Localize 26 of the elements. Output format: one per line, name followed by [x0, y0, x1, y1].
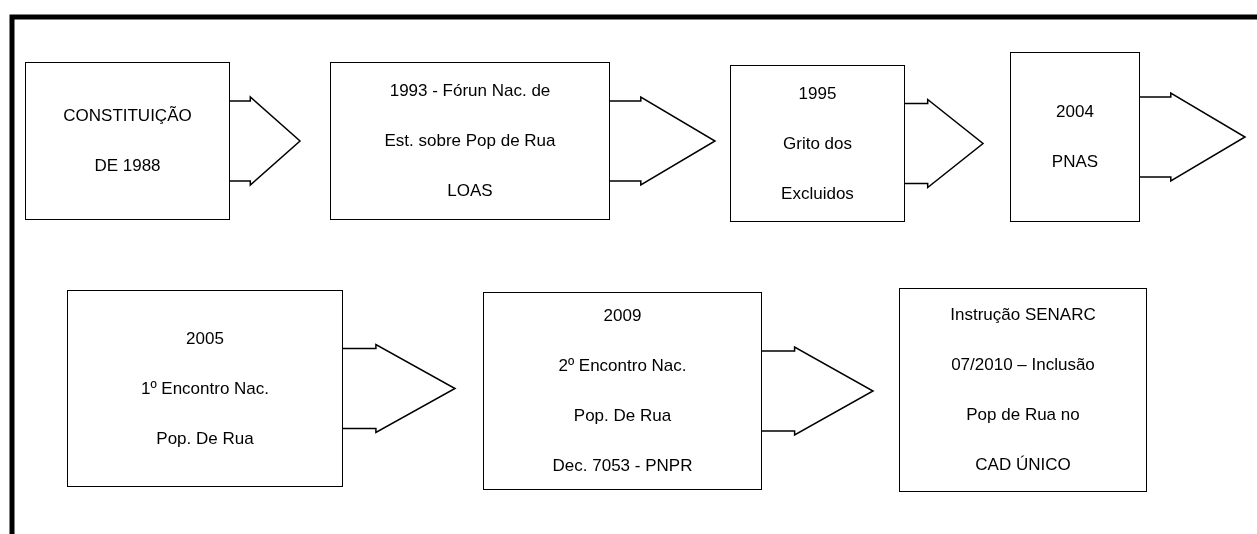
text-box [25, 62, 230, 220]
text-box [730, 65, 905, 222]
block-arrow [341, 343, 457, 434]
box-text: 2005 [185, 327, 225, 350]
box-text: 1993 - Fórun Nac. de Est. sobre Pop de Rua [383, 80, 557, 152]
box-text: 2004 [1055, 101, 1095, 123]
block-arrow [228, 95, 302, 187]
block-arrow [903, 97, 985, 190]
block-arrow [608, 95, 717, 187]
text-box [330, 62, 610, 220]
box-text: LOAS [446, 180, 494, 202]
box-text: 2º Encontro Nac. Pop. De Rua [557, 355, 688, 427]
box-text: 1995 [797, 82, 838, 105]
box-text: 2009 [602, 305, 643, 327]
text-box [483, 292, 762, 490]
text-box [1010, 52, 1140, 222]
box-text: Grito dos Excluidos [780, 132, 855, 205]
text-box [67, 290, 343, 487]
box-text: Instrução SENARC 07/2010 – Inclusão Pop de Rua no CAD ÚNICO [949, 304, 1097, 476]
box-text: Dec. 7053 - PNPR [551, 455, 694, 477]
box-text: 1º Encontro Nac. Pop. De Rua [139, 377, 271, 450]
box-text: CONSTITUIÇÃO DE 1988 [62, 105, 193, 177]
block-arrow [1138, 91, 1247, 183]
text-box [899, 288, 1147, 492]
block-arrow [760, 345, 875, 437]
box-text: PNAS [1050, 151, 1100, 173]
